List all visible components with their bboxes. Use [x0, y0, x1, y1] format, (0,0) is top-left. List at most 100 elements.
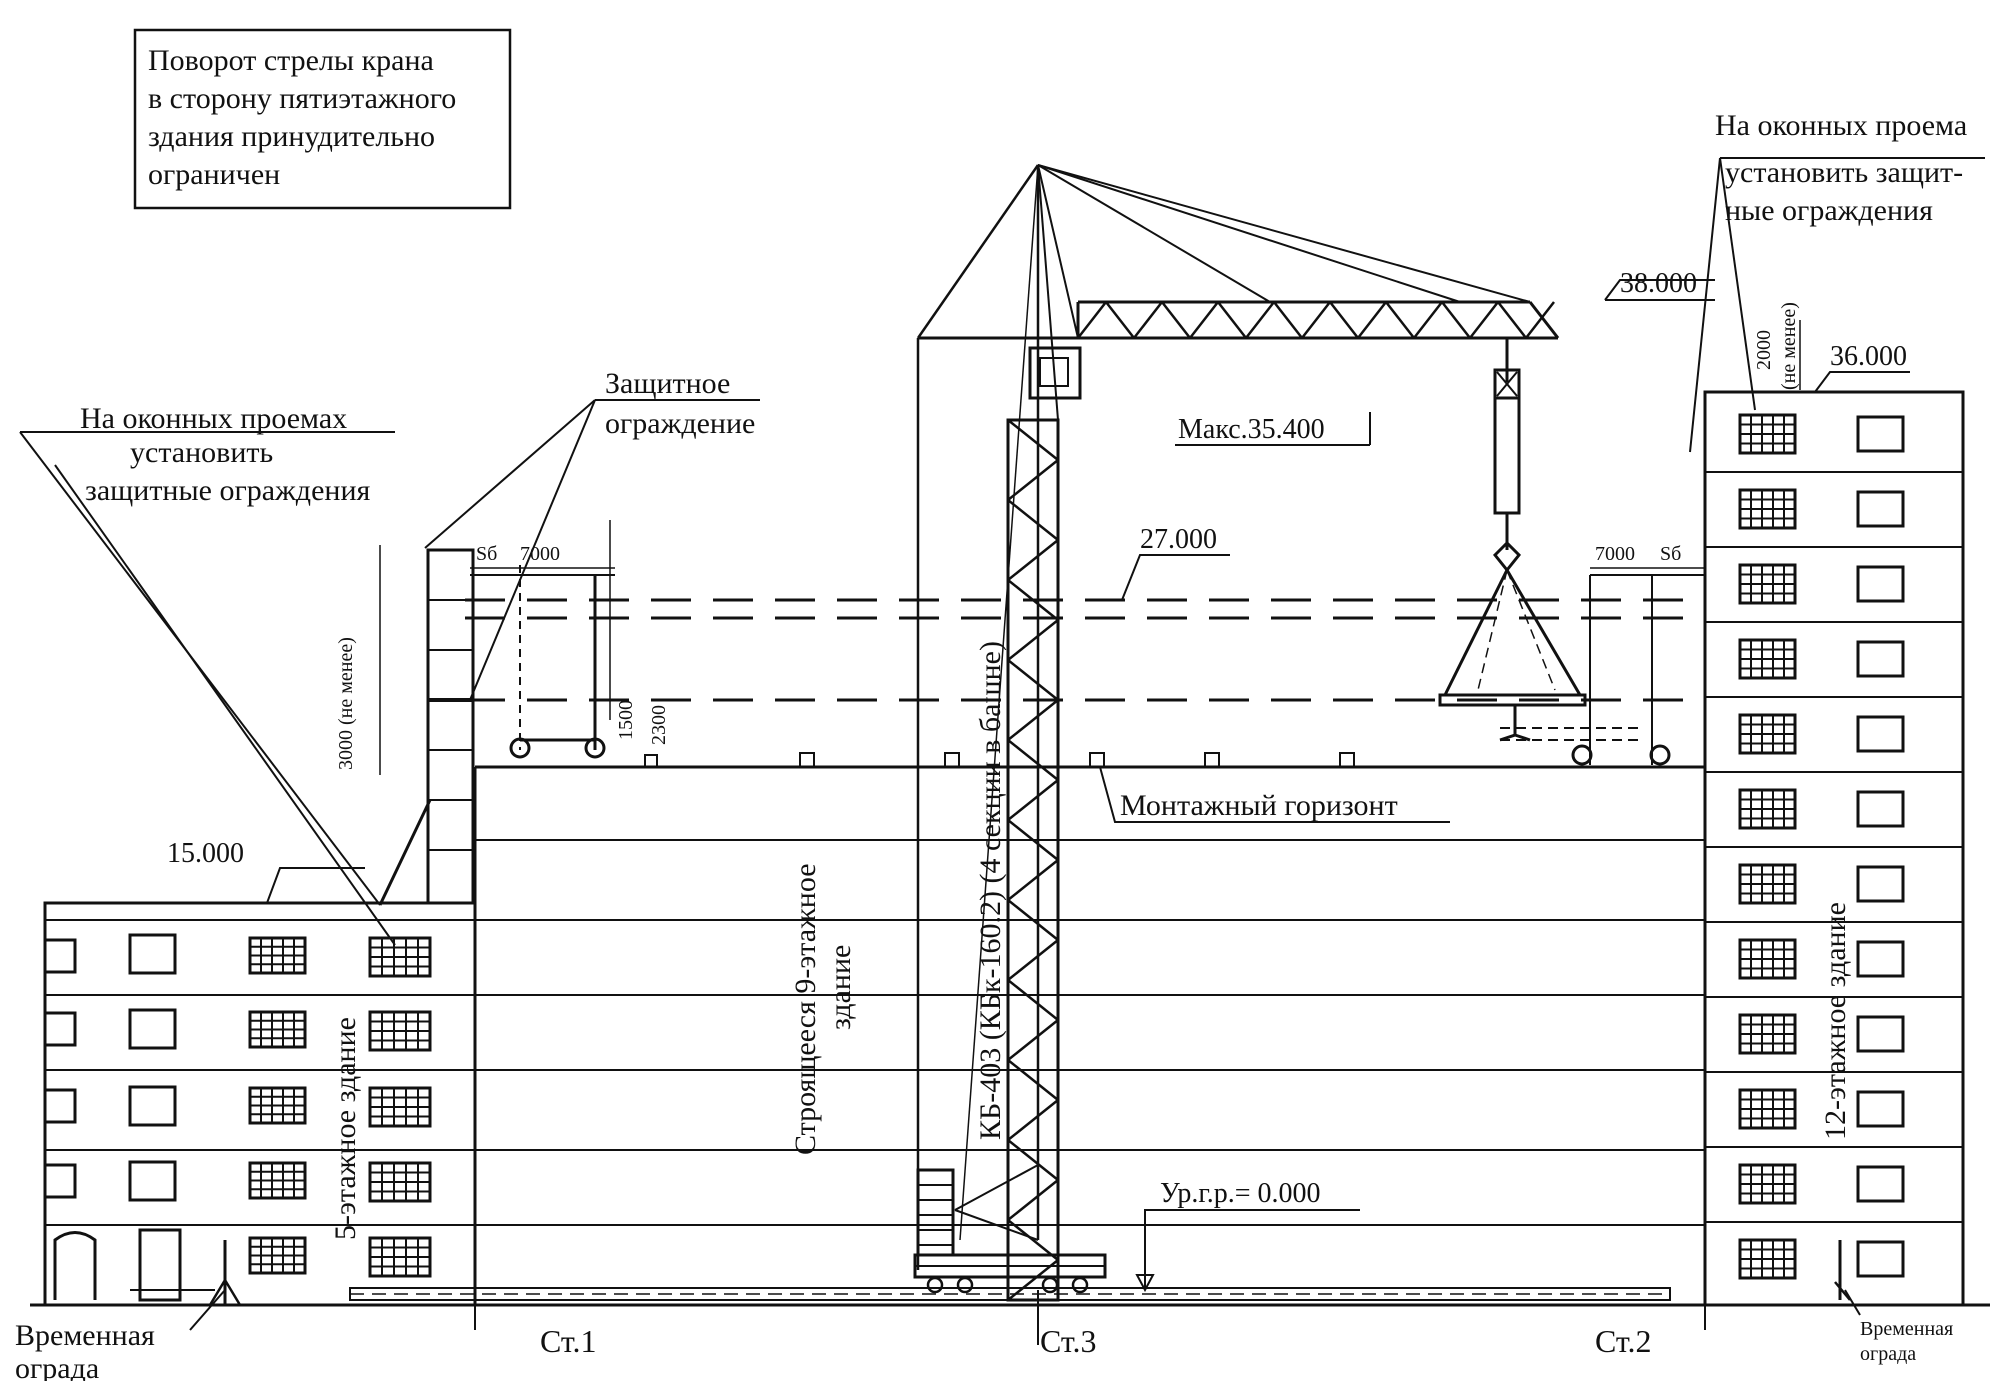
dim-7000-right: 7000 — [1595, 543, 1635, 565]
dim-2300: 2300 — [648, 705, 670, 745]
protective-fence-line-1: Защитное — [605, 367, 730, 400]
plain-window — [1856, 415, 1905, 453]
mounting-horizon-label: Монтажный горизонт — [1120, 789, 1398, 822]
protected-window — [1738, 488, 1797, 530]
nine-storey-label-1: Строящееся 9-этажное — [789, 863, 822, 1155]
windows-note-left: На оконных проемах установить защитные о… — [80, 402, 370, 507]
protected-window — [248, 1010, 307, 1049]
dim-not-less: (не менее) — [1778, 302, 1800, 390]
plain-window — [1856, 865, 1905, 903]
protected-window — [248, 1236, 307, 1275]
protected-window — [248, 936, 307, 975]
axis-st3: Ст.3 — [1040, 1323, 1097, 1359]
protected-window — [1738, 1088, 1797, 1130]
protected-window — [248, 1086, 307, 1125]
temp-fence-left-line-1: Временная — [15, 1319, 155, 1352]
protected-window — [1738, 1013, 1797, 1055]
mounting-equipment-left — [470, 520, 615, 759]
crane-danger-zone-lines — [465, 598, 1705, 702]
protected-window — [1738, 788, 1797, 830]
windows-left-line-1: На оконных проемах — [80, 402, 347, 435]
five-storey-label: 5-этажное здание — [329, 1017, 362, 1240]
twelve-storey-protected-windows — [1738, 413, 1797, 1280]
level-15000: 15.000 — [167, 838, 244, 869]
twelve-storey-building — [1703, 390, 1965, 1307]
crane-rotation-line-3: здания принудительно — [148, 120, 435, 153]
protected-window — [1738, 413, 1797, 455]
plain-window — [1856, 1090, 1905, 1128]
windows-left-line-3: защитные ограждения — [85, 474, 370, 507]
windows-right-line-1: На оконных проема — [1715, 109, 1967, 142]
windows-right-line-3: ные ограждения — [1725, 194, 1933, 227]
plain-window — [1856, 1015, 1905, 1053]
crane-model-label: КБ-403 (КБк-160.2) (4 секции в башне) — [974, 641, 1007, 1140]
level-38000: 38.000 — [1620, 268, 1697, 299]
protected-window — [1738, 638, 1797, 680]
protected-window — [368, 1086, 432, 1128]
temporary-fence-right-post — [1834, 1240, 1851, 1301]
protective-fence-line-2: ограждение — [605, 407, 755, 440]
entrance-door — [53, 1228, 215, 1302]
protected-window — [368, 1010, 432, 1052]
crane-rotation-line-4: ограничен — [148, 158, 280, 191]
protected-window — [248, 1161, 307, 1200]
windows-left-line-2: установить — [130, 436, 273, 469]
plain-window — [1856, 565, 1905, 603]
crane-rotation-line-2: в сторону пятиэтажного — [148, 82, 456, 115]
dim-sb-left: Sб — [476, 543, 497, 565]
temp-fence-right-line-2: ограда — [1860, 1343, 1916, 1365]
plain-window — [1856, 1165, 1905, 1203]
crane-rotation-note: Поворот стрелы крана в сторону пятиэтажн… — [133, 28, 512, 210]
protected-window — [368, 1161, 432, 1203]
twelve-storey-label: 12-этажное здание — [1819, 902, 1852, 1140]
dim-2000-height: 2000 — [1753, 330, 1775, 370]
mounting-equipment-right — [1500, 574, 1705, 766]
plain-window — [1856, 715, 1905, 753]
plain-window — [1856, 640, 1905, 678]
temp-fence-right-line-1: Временная — [1860, 1318, 1953, 1340]
leader-lines — [19, 157, 1985, 1331]
plain-window — [1856, 1240, 1905, 1278]
plain-window — [1856, 490, 1905, 528]
temp-fence-left-line-2: ограда — [15, 1352, 99, 1381]
protected-window — [368, 936, 432, 978]
twelve-storey-plain-windows — [1856, 415, 1905, 1278]
plain-window — [1856, 940, 1905, 978]
crane-sling-load — [1438, 569, 1587, 742]
level-36000: 36.000 — [1830, 341, 1907, 372]
protected-window — [1738, 863, 1797, 905]
temporary-fence-left-post — [208, 1240, 242, 1306]
dim-sb-right: Sб — [1660, 543, 1681, 565]
protected-window — [1738, 563, 1797, 605]
tower-crane — [913, 164, 1560, 1302]
temp-fence-right-label: Временная ограда — [1860, 1318, 1953, 1365]
five-storey-building — [43, 901, 477, 1307]
crane-rotation-line-1: Поворот стрелы крана — [148, 44, 434, 77]
nine-storey-label-2: здание — [824, 945, 857, 1030]
protected-window — [1738, 1238, 1797, 1280]
protected-window — [1738, 1163, 1797, 1205]
temp-fence-left-label: Временная ограда — [15, 1319, 155, 1385]
protective-fence-left — [378, 548, 475, 906]
crane-hook-block — [1492, 338, 1522, 573]
protected-window — [368, 1236, 432, 1278]
ground-level-label: Ур.г.р.= 0.000 — [1160, 1178, 1320, 1209]
windows-note-right: На оконных проема установить защит- ные … — [1715, 109, 1967, 227]
level-27000: 27.000 — [1140, 524, 1217, 555]
level-max-hook: Макс.35.400 — [1178, 414, 1325, 445]
axis-lines — [474, 1290, 1706, 1345]
axis-st1: Ст.1 — [540, 1323, 597, 1359]
axis-st2: Ст.2 — [1595, 1323, 1652, 1359]
dim-7000-left: 7000 — [520, 543, 560, 565]
dim-1500: 1500 — [615, 700, 637, 740]
five-storey-protected-windows — [248, 936, 432, 1278]
nine-storey-building — [473, 752, 1705, 1305]
ground-and-crane-track — [30, 1287, 1990, 1307]
windows-right-line-2: установить защит- — [1725, 156, 1963, 189]
protected-window — [1738, 938, 1797, 980]
protective-fence-note: Защитное ограждение — [605, 367, 755, 440]
protected-window — [1738, 713, 1797, 755]
crane-chassis — [913, 1253, 1107, 1294]
plain-window — [1856, 790, 1905, 828]
